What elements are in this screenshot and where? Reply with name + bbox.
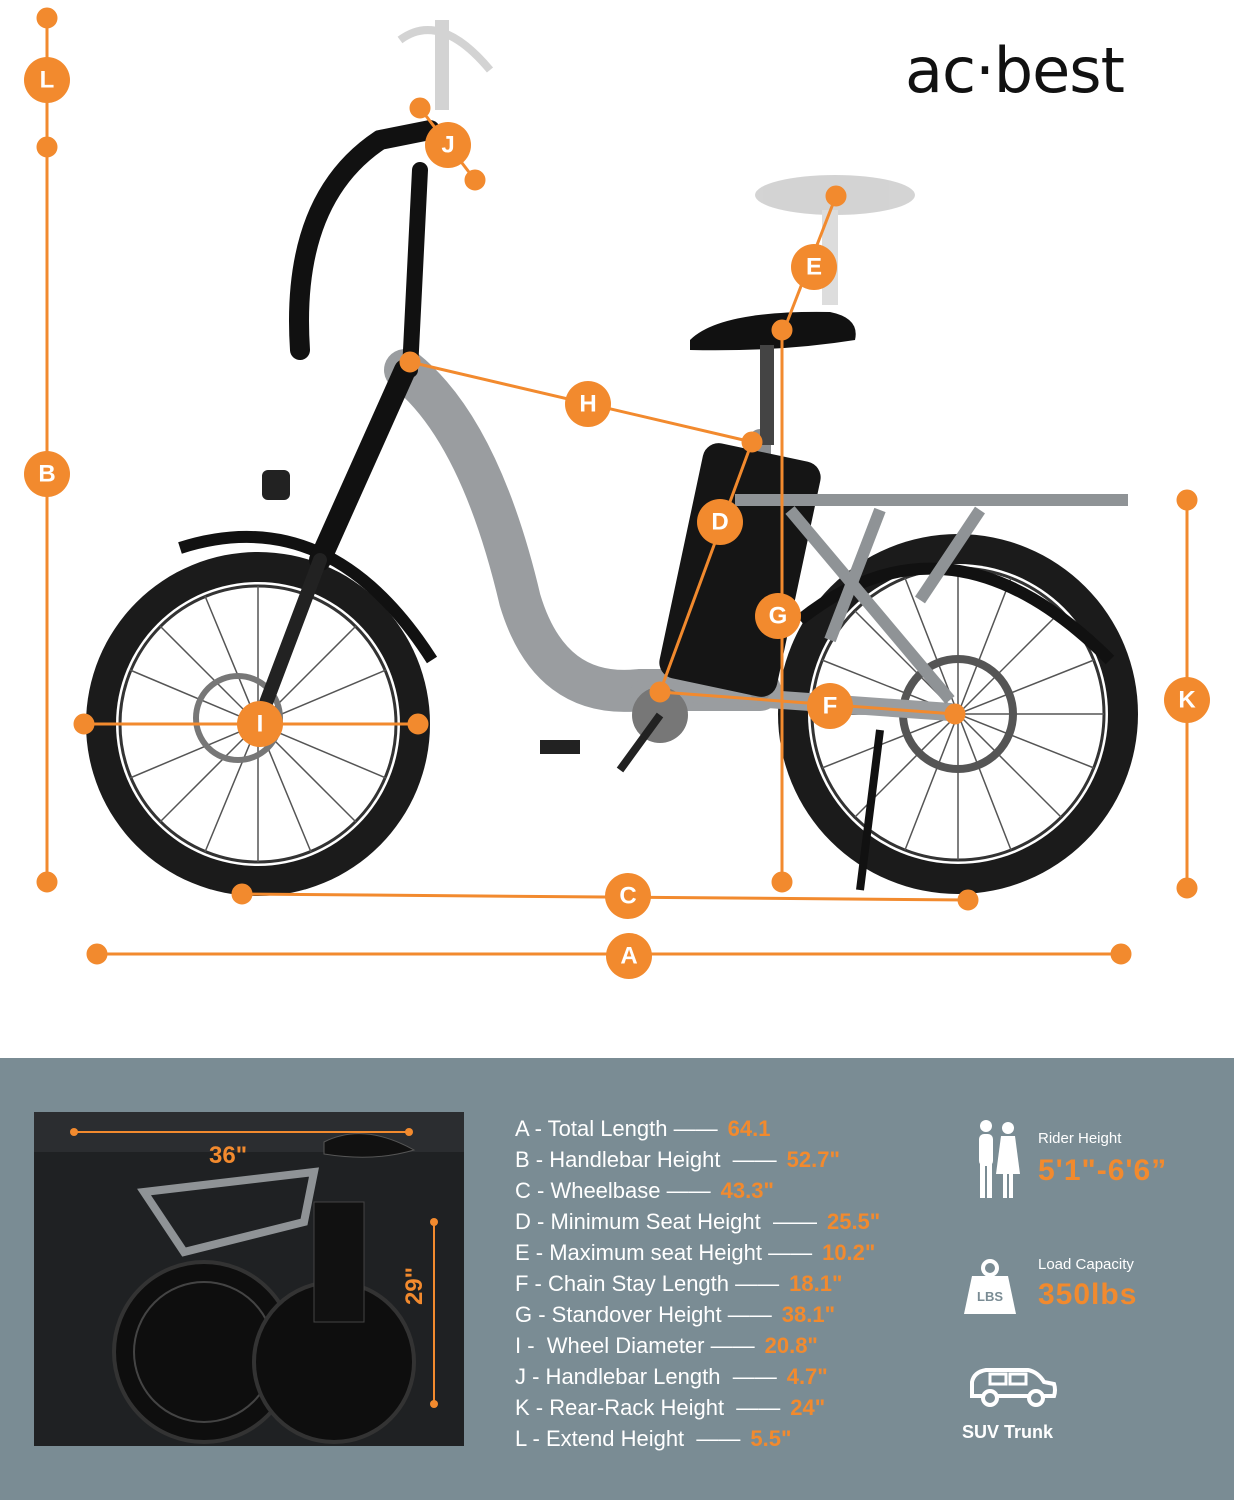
svg-text:C: C (619, 883, 636, 910)
spec-row-i: I - Wheel Diameter ——20.8" (515, 1333, 818, 1358)
svg-text:LBS: LBS (977, 1289, 1003, 1304)
svg-text:F: F (823, 693, 838, 720)
load-capacity-label: Load Capacity (1038, 1256, 1134, 1273)
marker-H: H (565, 381, 611, 427)
headlight (262, 470, 290, 500)
marker-G: G (755, 593, 801, 639)
marker-L: L (24, 57, 70, 103)
suv-trunk-label: SUV Trunk (962, 1422, 1054, 1442)
svg-text:L: L (40, 67, 55, 94)
svg-text:D: D (711, 509, 728, 536)
product-diagram-area: L J E H B D G F K I C A ac·best (24, 7, 1210, 979)
spec-panel: 36" 29" A - Total Length ——64.1 B - Hand… (0, 1058, 1234, 1500)
folded-bike-photo: 36" 29" (34, 1112, 464, 1446)
rider-height-value: 5'1"-6'6” (1038, 1154, 1168, 1187)
folded-height-label: 29" (401, 1266, 429, 1306)
svg-text:G: G (769, 603, 788, 630)
marker-D: D (697, 499, 743, 545)
marker-F: F (807, 683, 853, 729)
marker-I: I (237, 701, 283, 747)
svg-text:E: E (806, 254, 822, 281)
marker-C: C (605, 873, 651, 919)
brand-logo: ac·best (905, 34, 1125, 107)
bike-dimension-diagram: L J E H B D G F K I C A (24, 7, 1210, 979)
spec-row-c: C - Wheelbase ——43.3" (515, 1178, 774, 1203)
marker-B: B (24, 451, 70, 497)
weight-icon: LBS (964, 1259, 1016, 1314)
svg-text:J: J (441, 132, 454, 159)
rear-fender (796, 562, 1115, 665)
folded-width-label: 36" (209, 1142, 248, 1169)
spec-row-k: K - Rear-Rack Height ——24" (515, 1395, 826, 1420)
spec-row-e: E - Maximum seat Height ——10.2" (515, 1240, 876, 1265)
spec-row-j: J - Handlebar Length ——4.7" (515, 1364, 828, 1389)
riders-icon (979, 1120, 1020, 1198)
pedal-crank (540, 687, 688, 773)
marker-E: E (791, 244, 837, 290)
spec-row-f: F - Chain Stay Length ——18.1" (515, 1271, 843, 1296)
marker-K: K (1164, 677, 1210, 723)
spec-row-l: L - Extend Height ——5.5" (515, 1426, 792, 1451)
spec-row-d: D - Minimum Seat Height ——25.5" (515, 1209, 881, 1234)
spec-row-g: G - Standover Height ——38.1" (515, 1302, 836, 1327)
spec-row-b: B - Handlebar Height ——52.7" (515, 1147, 840, 1172)
marker-J: J (425, 122, 471, 168)
svg-text:H: H (579, 391, 596, 418)
spec-row-a: A - Total Length ——64.1 (515, 1116, 771, 1141)
load-capacity-value: 350lbs (1038, 1278, 1138, 1311)
svg-text:A: A (620, 943, 637, 970)
svg-text:I: I (257, 711, 264, 738)
spec-list: A - Total Length ——64.1 B - Handlebar He… (515, 1113, 880, 1454)
svg-text:K: K (1178, 687, 1196, 714)
kickstand (856, 729, 884, 891)
extended-handlebar-ghost (397, 20, 494, 110)
marker-A: A (606, 933, 652, 979)
rider-height-label: Rider Height (1038, 1130, 1122, 1147)
svg-text:B: B (38, 461, 55, 488)
suv-icon (970, 1368, 1057, 1407)
rear-rack (735, 494, 1128, 704)
